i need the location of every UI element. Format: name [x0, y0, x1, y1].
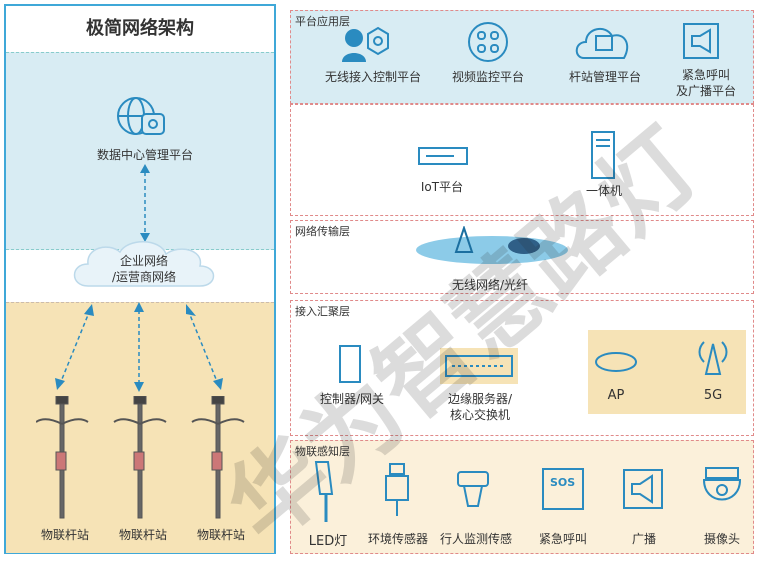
emergency-label-line2: 及广播平台 — [675, 84, 736, 98]
panel-title: 极简网络架构 — [86, 18, 194, 39]
iot-platform-layer — [290, 104, 754, 216]
platform-label-3: 杆站管理平台 — [568, 70, 641, 84]
wireless-access-control-icon — [342, 26, 389, 62]
sensing-label-2: 环境传感器 — [367, 532, 428, 546]
wireless-network-cloud-icon — [416, 226, 568, 264]
emergency-label-line1: 紧急呼叫 — [681, 68, 730, 82]
led-light-icon — [314, 461, 334, 522]
video-surveillance-icon — [468, 22, 508, 62]
ap-label: AP — [607, 388, 625, 403]
transport-layer-title: 网络传输层 — [295, 225, 350, 238]
sensing-layer: 物联感知层 — [290, 440, 754, 554]
network-label-line2: /运营商网络 — [111, 270, 177, 284]
5g-label: 5G — [703, 388, 723, 403]
access-layer-title: 接入汇聚层 — [295, 305, 350, 318]
enterprise-network-cloud — [73, 241, 215, 287]
pole-label-2: 物联杆站 — [118, 528, 167, 542]
sensing-layer-title: 物联感知层 — [295, 445, 350, 458]
platform-label-1: 无线接入控制平台 — [324, 70, 421, 84]
pole-management-icon — [575, 27, 629, 59]
network-to-pole-arrows — [55, 302, 223, 392]
sos-button-icon: SOS — [542, 468, 584, 510]
platform-layer-title: 平台应用层 — [295, 15, 350, 28]
iot-server-icon — [418, 147, 468, 165]
camera-icon — [702, 467, 742, 501]
sensing-label-5: 广播 — [631, 532, 656, 546]
access-layer: 接入汇聚层 — [290, 300, 754, 436]
platform-layer: 平台应用层 — [290, 10, 754, 104]
edge-server-icon — [445, 355, 513, 377]
sensing-label-1: LED灯 — [308, 534, 348, 549]
all-in-one-label: 一体机 — [585, 184, 622, 198]
5g-antenna-icon — [698, 341, 728, 375]
iot-platform-label: IoT平台 — [420, 180, 464, 194]
smart-pole-icons — [36, 396, 245, 519]
controller-label: 控制器/网关 — [319, 392, 385, 406]
emergency-broadcast-icon — [683, 23, 719, 59]
pole-label-3: 物联杆站 — [196, 528, 245, 542]
datacenter-zone — [6, 52, 274, 250]
sensing-label-4: 紧急呼叫 — [538, 532, 587, 546]
ap-icon — [595, 352, 637, 372]
sos-text: SOS — [550, 476, 576, 489]
all-in-one-machine-icon — [591, 131, 615, 179]
environment-sensor-icon — [385, 463, 409, 516]
dc-to-network-arrow — [140, 164, 150, 242]
pole-label-1: 物联杆站 — [40, 528, 89, 542]
sensing-label-3: 行人监测传感 — [439, 532, 512, 546]
datacenter-platform-label: 数据中心管理平台 — [96, 148, 193, 162]
transport-layer: 网络传输层 — [290, 220, 754, 294]
edge-label-line2: 核心交换机 — [449, 408, 510, 422]
broadcast-speaker-icon — [623, 469, 663, 509]
datacenter-globe-icon — [117, 97, 165, 135]
platform-label-2: 视频监控平台 — [451, 70, 524, 84]
pedestrian-sensor-icon — [457, 471, 489, 507]
transport-label: 无线网络/光纤 — [451, 278, 529, 292]
edge-label-line1: 边缘服务器/ — [447, 392, 513, 406]
network-label-line1: 企业网络 — [119, 254, 168, 268]
sensing-label-6: 摄像头 — [703, 532, 740, 546]
controller-gateway-icon — [339, 345, 361, 383]
